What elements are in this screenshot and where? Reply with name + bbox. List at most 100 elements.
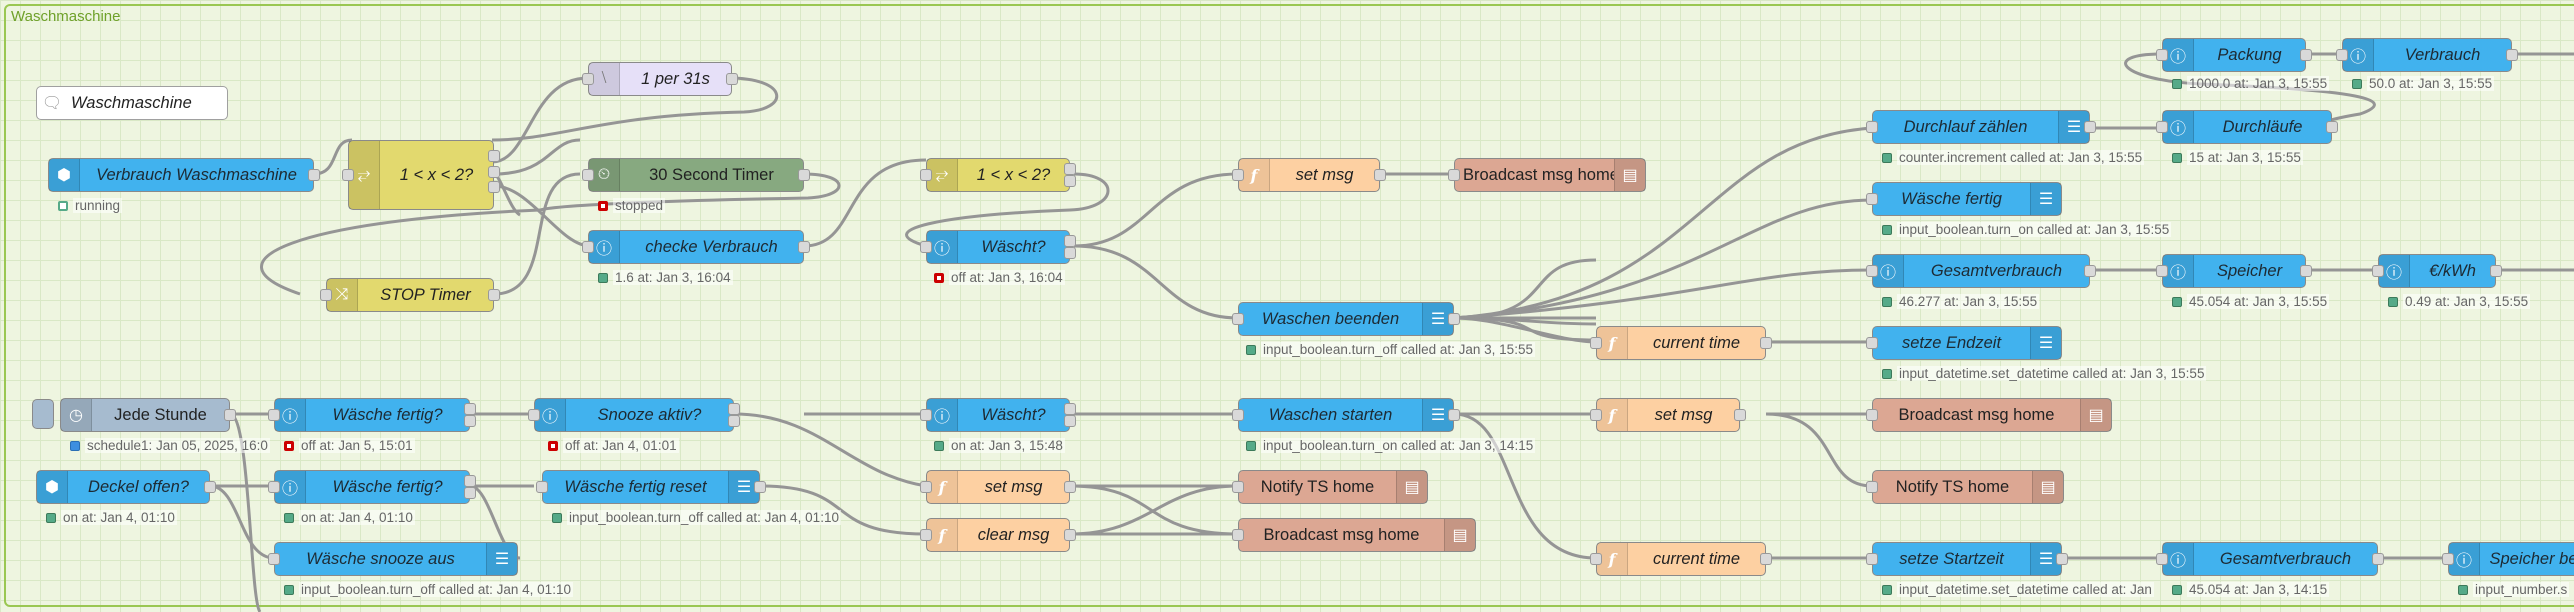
node-30-second-timer[interactable]: ⏲ 30 Second Timer [582,158,810,192]
node-eur-kwh[interactable]: ⓘ €/kWh [2372,254,2502,288]
node-current-time-bottom[interactable]: f current time [1590,542,1772,576]
input-port[interactable] [2336,49,2348,61]
output-port[interactable] [1064,162,1076,175]
node-snooze-aktiv[interactable]: ⓘ Snooze aktiv? [528,398,740,432]
node-waesche-fertig-top[interactable]: Wäsche fertig ☰ [1866,182,2062,216]
input-port[interactable] [920,529,932,541]
output-port[interactable] [2084,121,2096,133]
input-port[interactable] [582,169,594,181]
input-port[interactable] [342,169,354,181]
input-port[interactable] [320,289,332,301]
node-setze-endzeit[interactable]: setze Endzeit ☰ [1866,326,2062,360]
output-port[interactable] [224,409,236,421]
input-port[interactable] [920,169,932,181]
output-port[interactable] [1064,529,1076,541]
input-port[interactable] [1232,169,1244,181]
node-broadcast-mid[interactable]: Broadcast msg home ▤ [1232,518,1476,552]
output-port[interactable] [1064,234,1076,247]
output-port[interactable] [204,481,216,493]
input-port[interactable] [1866,337,1878,349]
input-port[interactable] [920,409,932,421]
input-port[interactable] [1232,409,1244,421]
node-durchlaeufe[interactable]: ⓘ Durchläufe [2156,110,2338,144]
node-waesche-snooze-aus[interactable]: Wäsche snooze aus ☰ [268,542,518,576]
node-waescht-1[interactable]: ⓘ Wäscht? [920,230,1076,264]
output-port[interactable] [488,181,500,194]
node-switch-mid[interactable]: ⥂ 1 < x < 2? [920,158,1076,192]
node-verbrauch-waschmaschine[interactable]: ⬢ Verbrauch Waschmaschine [48,158,320,192]
input-port[interactable] [1866,481,1878,493]
node-deckel-offen[interactable]: ⬢ Deckel offen? [36,470,216,504]
output-port[interactable] [464,474,476,487]
node-waesche-fertig-reset[interactable]: Wäsche fertig reset ☰ [536,470,766,504]
input-port[interactable] [582,241,594,253]
node-checke-verbrauch[interactable]: ⓘ checke Verbrauch [582,230,810,264]
input-port[interactable] [2156,553,2168,565]
output-port[interactable] [488,165,500,178]
input-port[interactable] [528,409,540,421]
output-port[interactable] [488,289,500,301]
comment-waschmaschine[interactable]: 🗨 Waschmaschine [36,86,228,120]
input-port[interactable] [1866,553,1878,565]
group-waschmaschine[interactable] [4,4,2574,607]
output-port[interactable] [2300,49,2312,61]
input-port[interactable] [2156,121,2168,133]
output-port[interactable] [728,415,740,428]
node-current-time-top[interactable]: f current time [1590,326,1772,360]
output-port[interactable] [2300,265,2312,277]
output-port[interactable] [2506,49,2518,61]
input-port[interactable] [1590,337,1602,349]
node-speicher-top[interactable]: ⓘ Speicher [2156,254,2312,288]
node-clear-msg[interactable]: f clear msg [920,518,1076,552]
input-port[interactable] [536,481,548,493]
node-notify-ts-mid[interactable]: Notify TS home ▤ [1232,470,1428,504]
input-port[interactable] [2156,49,2168,61]
node-packung[interactable]: ⓘ Packung [2156,38,2312,72]
output-port[interactable] [1760,553,1772,565]
node-broadcast-right[interactable]: Broadcast msg home ▤ [1866,398,2112,432]
node-gesamtverbrauch-top[interactable]: ⓘ Gesamtverbrauch [1866,254,2096,288]
output-port[interactable] [726,73,738,85]
node-jede-stunde[interactable]: ◷ Jede Stunde [60,398,236,432]
node-setze-startzeit[interactable]: setze Startzeit ☰ [1866,542,2068,576]
input-port[interactable] [268,481,280,493]
input-port[interactable] [2442,553,2454,565]
output-port[interactable] [1448,313,1460,325]
output-port[interactable] [798,169,810,181]
node-speicher-bottom[interactable]: ⓘ Speicher be [2442,542,2574,576]
input-port[interactable] [582,73,594,85]
input-port[interactable] [920,481,932,493]
inject-button[interactable] [32,399,54,429]
input-port[interactable] [1232,529,1244,541]
node-durchlauf-zaehlen[interactable]: Durchlauf zählen ☰ [1866,110,2096,144]
input-port[interactable] [1866,265,1878,277]
node-set-msg-top[interactable]: f set msg [1232,158,1386,192]
input-port[interactable] [1232,313,1244,325]
output-port[interactable] [2056,553,2068,565]
output-port[interactable] [798,241,810,253]
output-port[interactable] [1448,409,1460,421]
input-port[interactable] [1448,169,1460,181]
output-port[interactable] [728,402,740,415]
node-broadcast-top[interactable]: Broadcast msg home ▤ [1448,158,1646,192]
input-port[interactable] [268,553,280,565]
output-port[interactable] [488,149,500,162]
output-port[interactable] [2084,265,2096,277]
node-stop-timer[interactable]: ⤨ STOP Timer [320,278,500,312]
output-port[interactable] [464,487,476,500]
output-port[interactable] [2326,121,2338,133]
output-port[interactable] [1760,337,1772,349]
node-waesche-fertig-a[interactable]: ⓘ Wäsche fertig? [268,398,476,432]
input-port[interactable] [920,241,932,253]
node-set-msg-right[interactable]: f set msg [1590,398,1746,432]
input-port[interactable] [1866,193,1878,205]
input-port[interactable] [1590,409,1602,421]
input-port[interactable] [1232,481,1244,493]
node-waschen-beenden[interactable]: Waschen beenden ☰ [1232,302,1460,336]
output-port[interactable] [464,415,476,428]
node-waescht-2[interactable]: ⓘ Wäscht? [920,398,1076,432]
node-notify-ts-right[interactable]: Notify TS home ▤ [1866,470,2064,504]
output-port[interactable] [1064,481,1076,493]
output-port[interactable] [754,481,766,493]
input-port[interactable] [1866,409,1878,421]
